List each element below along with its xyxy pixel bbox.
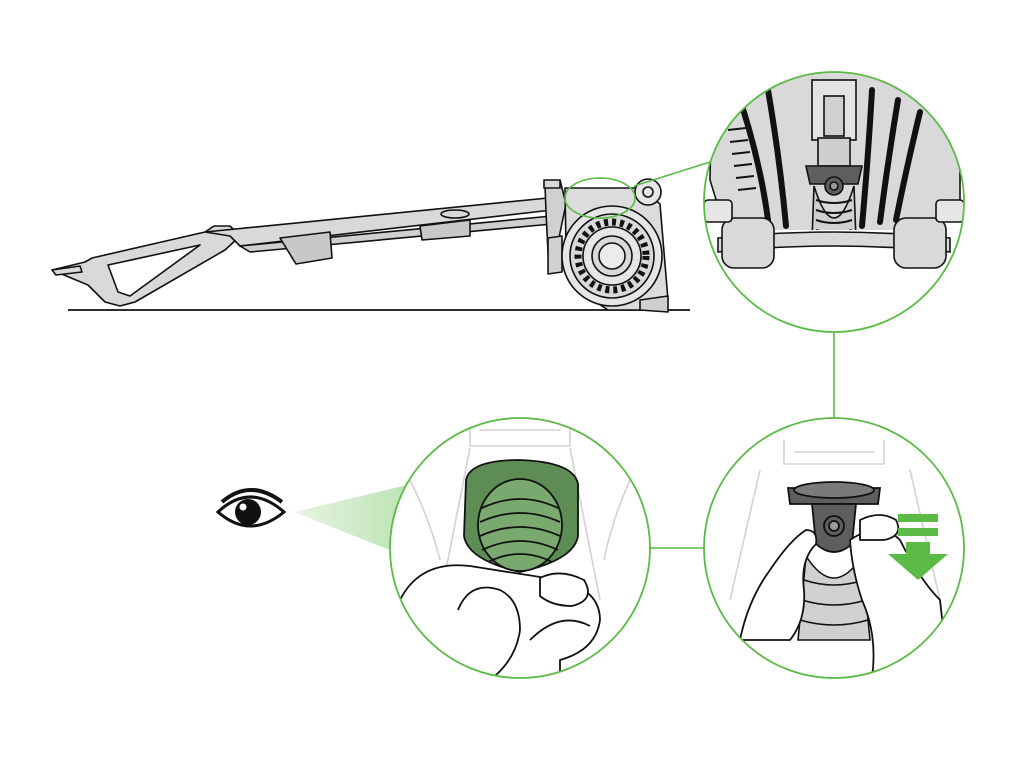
zoom-circle-border xyxy=(703,71,965,333)
cleaner-head-wheel xyxy=(561,205,663,307)
remove-part-detail xyxy=(703,417,965,679)
pull-down-arrow-icon xyxy=(888,514,948,580)
middle-circle-border xyxy=(389,417,651,679)
wand-collar xyxy=(279,231,333,265)
inspect-hose-detail xyxy=(389,417,651,679)
right-circle-border xyxy=(703,417,965,679)
machine-side-view xyxy=(51,178,690,313)
wand xyxy=(204,197,553,247)
removed-plug xyxy=(786,481,882,553)
eye-icon xyxy=(215,488,287,528)
zoom-leader-line xyxy=(633,161,711,187)
zoom-underside-detail xyxy=(703,71,965,333)
zoom-callout xyxy=(564,161,835,549)
zoom-area-marker xyxy=(564,177,636,219)
